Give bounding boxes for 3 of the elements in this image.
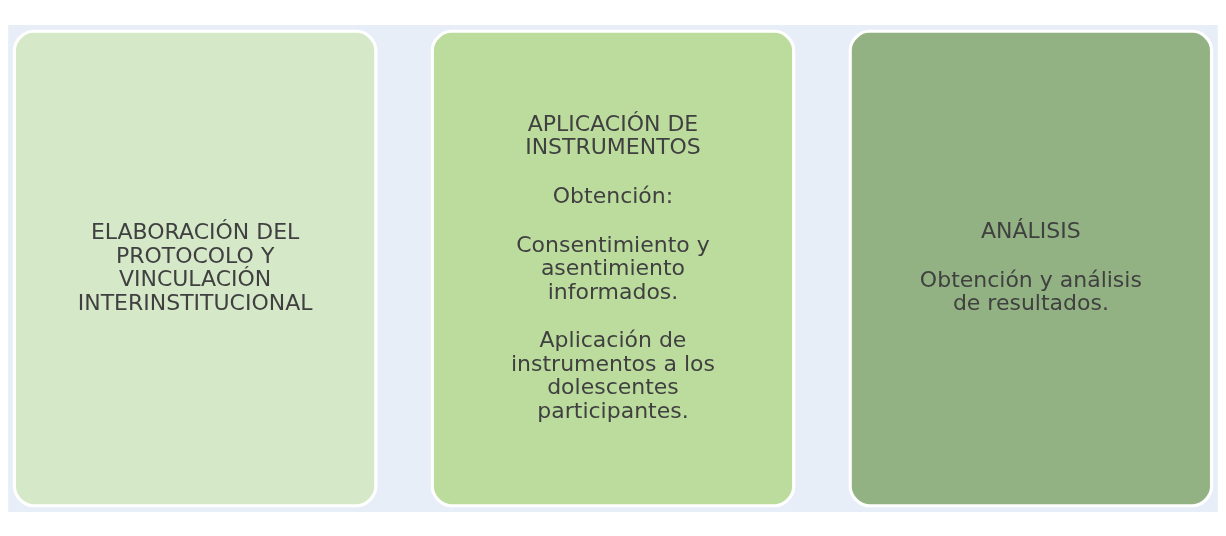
node-box: APLICACIÓN DE INSTRUMENTOS Obtención: Consentimiento y asentimiento informados. Aplicación de instrumentos a los dolescentes participantes. bbox=[430, 29, 796, 507]
node-box: ELABORACIÓN DEL PROTOCOLO Y VINCULACIÓN INTERINSTITUCIONAL bbox=[12, 29, 378, 507]
node-box: ANÁLISIS Obtención y análisis de resultados. bbox=[848, 29, 1214, 507]
